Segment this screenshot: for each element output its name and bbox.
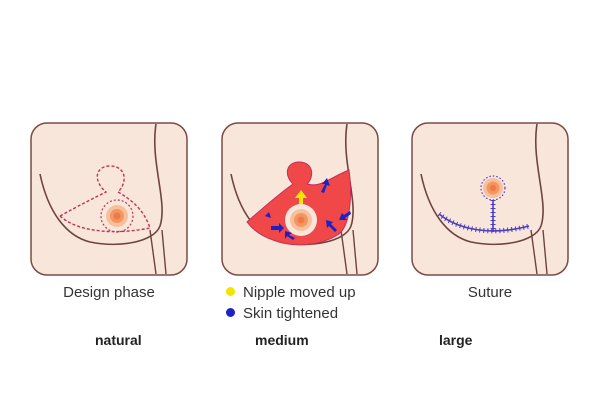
areola-marking-dashed [100, 199, 134, 233]
torso-line [542, 229, 548, 275]
blue-arrow [321, 178, 330, 193]
design-phase-illustration [30, 122, 188, 276]
yellow-dot-icon [226, 287, 235, 296]
blue-arrow [259, 208, 271, 218]
size-label-natural: natural [95, 332, 142, 348]
blue-dot-icon [226, 308, 235, 317]
nipple-moved-panel [221, 122, 379, 276]
blue-arrow [326, 220, 337, 232]
blue-arrow [339, 211, 351, 220]
torso-line [161, 229, 167, 275]
size-label-large: large [439, 332, 473, 348]
tightening-illustration [221, 122, 379, 276]
legend-label: Skin tightened [243, 305, 339, 322]
torso-line [340, 229, 348, 275]
nipple [113, 212, 121, 220]
breast-outline [420, 123, 544, 246]
nipple [297, 216, 305, 224]
design-phase-panel [30, 122, 188, 276]
legend-item-skin-tightened: Skin tightened [226, 305, 338, 322]
design-phase-caption: Design phase [63, 284, 155, 301]
skin-tighten-arrows [259, 178, 351, 240]
nipple-up-arrow [295, 190, 307, 204]
torso-line [149, 229, 157, 275]
size-label-medium: medium [255, 332, 309, 348]
torso-line [530, 229, 538, 275]
legend-label: Nipple moved up [243, 284, 356, 301]
inframammary-suture [438, 213, 530, 232]
blue-arrow [285, 231, 295, 240]
blue-arrow [271, 223, 284, 233]
nipple [489, 184, 497, 192]
torso-line [352, 229, 358, 275]
suture-panel [411, 122, 569, 276]
areola-suture-ring [480, 175, 506, 201]
legend-item-nipple-moved: Nipple moved up [226, 284, 356, 301]
suture-illustration [411, 122, 569, 276]
suture-caption: Suture [467, 284, 513, 301]
breast-outline [39, 123, 163, 246]
